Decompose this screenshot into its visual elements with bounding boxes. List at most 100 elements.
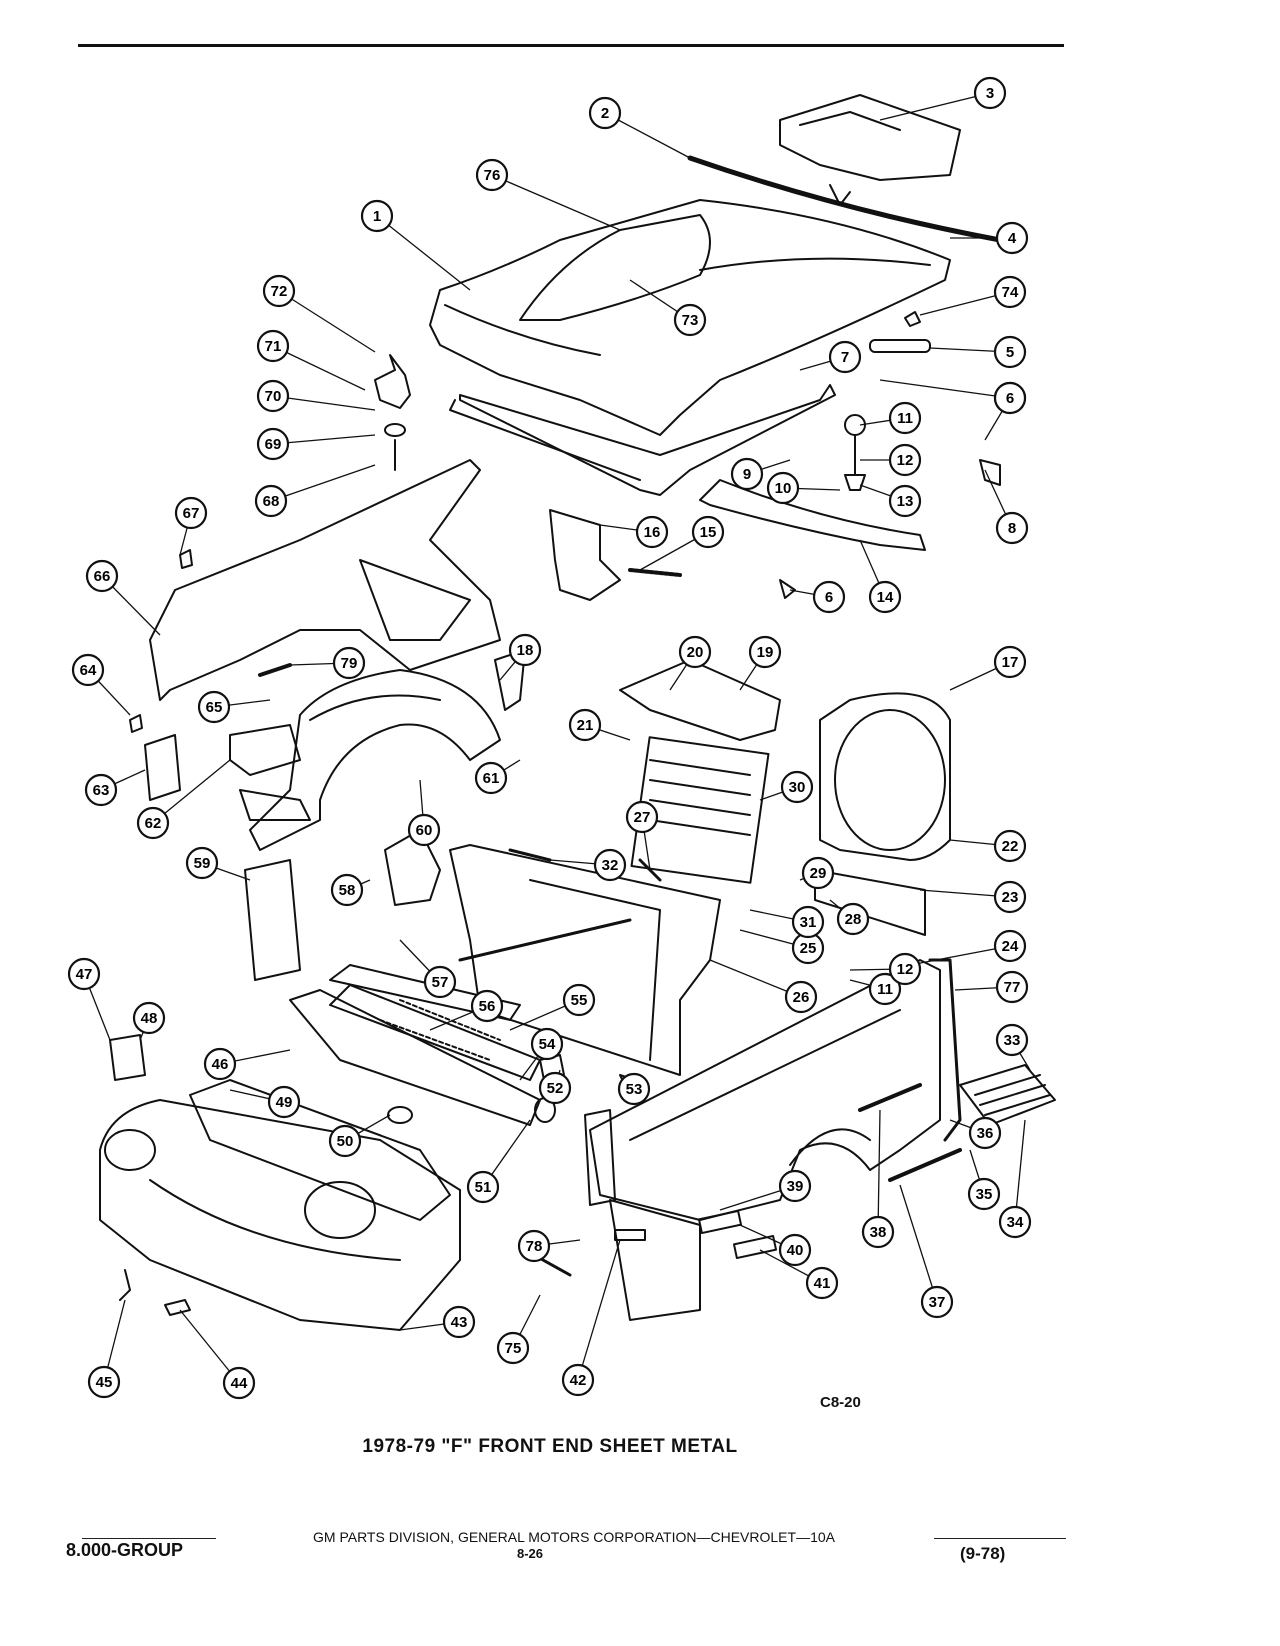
callout-2: 2 (588, 96, 622, 130)
callout-4: 4 (995, 221, 1029, 255)
leader-line (877, 1109, 881, 1233)
callout-36: 36 (968, 1116, 1002, 1150)
callout-59: 59 (185, 846, 219, 880)
callout-71: 71 (256, 329, 290, 363)
callout-circle (562, 983, 596, 1017)
page-number: 8-26 (516, 1546, 544, 1561)
callout-number: 77 (1004, 979, 1021, 996)
callout-circle (508, 633, 542, 667)
leader-line (709, 959, 802, 998)
leader-line (899, 1184, 938, 1303)
callout-76: 76 (475, 158, 509, 192)
callout-43: 43 (442, 1305, 476, 1339)
callout-12: 12 (888, 443, 922, 477)
leader-line (879, 379, 1011, 399)
callout-number: 26 (793, 989, 810, 1006)
hood-mount-stack (374, 354, 411, 409)
callout-5: 5 (993, 335, 1027, 369)
callout-number: 59 (194, 855, 211, 872)
callout-28: 28 (836, 902, 870, 936)
callout-circle (766, 471, 800, 505)
callout-65: 65 (197, 690, 231, 724)
callout-circle (561, 1363, 595, 1397)
callout-42: 42 (561, 1363, 595, 1397)
hood-reinforcement-bar (699, 479, 926, 551)
callout-circle (267, 1085, 301, 1119)
callout-number: 37 (929, 1294, 946, 1311)
leader-line (272, 395, 376, 411)
callout-circle (203, 1047, 237, 1081)
callout-69: 69 (256, 427, 290, 461)
callout-number: 29 (810, 865, 827, 882)
side-marker-lens (732, 1234, 778, 1260)
callout-number: 24 (1002, 938, 1019, 955)
callout-50: 50 (328, 1124, 362, 1158)
callout-circle (868, 972, 902, 1006)
washer-bracket (229, 724, 301, 776)
leader-line (270, 464, 376, 502)
callout-number: 60 (416, 822, 433, 839)
callout-circle (868, 580, 902, 614)
callout-circle (888, 952, 922, 986)
washer-bottle (144, 734, 181, 801)
callout-54: 54 (530, 1027, 564, 1061)
bumper-reinforcement (189, 1079, 451, 1221)
callout-number: 66 (94, 568, 111, 585)
callout-number: 45 (96, 1374, 113, 1391)
callout-57: 57 (423, 965, 457, 999)
callout-circle (330, 873, 364, 907)
callout-number: 47 (76, 966, 93, 983)
callout-number: 15 (700, 524, 717, 541)
leader-line (376, 215, 471, 291)
callout-number: 43 (451, 1314, 468, 1331)
callout-21: 21 (568, 708, 602, 742)
callout-number: 28 (845, 911, 862, 928)
callout-53: 53 (617, 1072, 651, 1106)
callout-number: 65 (206, 699, 223, 716)
callout-number: 38 (870, 1224, 887, 1241)
rear-seal-strip (687, 155, 1003, 243)
callout-circle (993, 880, 1027, 914)
callout-44: 44 (222, 1366, 256, 1400)
callout-circle (888, 401, 922, 435)
callout-number: 62 (145, 815, 162, 832)
callout-circle (973, 76, 1007, 110)
callout-6: 6 (812, 580, 846, 614)
callout-number: 46 (212, 1056, 229, 1073)
callout-number: 41 (814, 1275, 831, 1292)
callout-number: 30 (789, 779, 806, 796)
radiator-support-upper (619, 659, 781, 741)
callout-circle (778, 1233, 812, 1267)
callout-number: 17 (1002, 654, 1019, 671)
callout-17: 17 (993, 645, 1027, 679)
callout-number: 49 (276, 1094, 293, 1111)
callout-27: 27 (625, 800, 659, 834)
callout-circle (617, 1072, 651, 1106)
callout-number: 50 (337, 1133, 354, 1150)
callout-14: 14 (868, 580, 902, 614)
callout-number: 10 (775, 480, 792, 497)
callout-circle (678, 635, 712, 669)
figure-code: C8-20 (820, 1394, 861, 1411)
callout-number: 25 (800, 940, 817, 957)
callout-41: 41 (805, 1266, 839, 1300)
fender-extension (609, 1199, 701, 1321)
leader-line (278, 290, 376, 353)
callout-circle (568, 708, 602, 742)
callout-circle (748, 635, 782, 669)
callout-circle (67, 957, 101, 991)
callout-number: 9 (743, 466, 751, 483)
callout-37: 37 (920, 1285, 954, 1319)
callout-circle (222, 1366, 256, 1400)
callout-circle (593, 848, 627, 882)
leader-line (879, 92, 991, 121)
fender-filler (244, 859, 301, 981)
callout-75: 75 (496, 1331, 530, 1365)
callout-79: 79 (332, 646, 366, 680)
callout-6: 6 (993, 381, 1027, 415)
callout-number: 78 (526, 1238, 543, 1255)
lower-molding (888, 1148, 962, 1182)
callout-circle (256, 379, 290, 413)
callout-number: 39 (787, 1178, 804, 1195)
callout-number: 6 (825, 589, 833, 606)
